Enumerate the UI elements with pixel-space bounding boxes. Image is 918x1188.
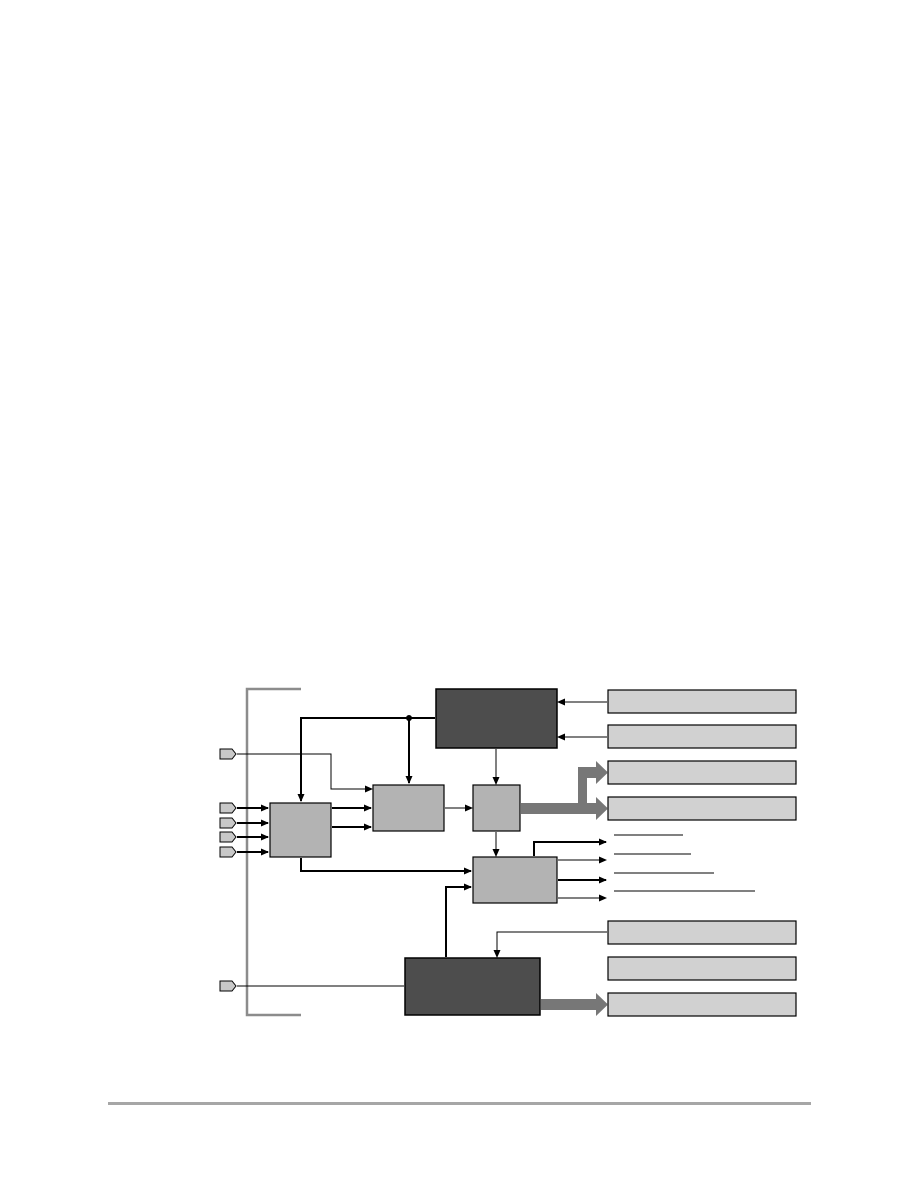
wire-reg5-to-bottom <box>493 931 607 958</box>
input-pin <box>219 980 237 992</box>
side-registers <box>607 689 797 1017</box>
input-pin <box>219 846 237 858</box>
input-logic-block <box>269 802 332 858</box>
input-pin <box>219 802 237 814</box>
output-logic-block <box>472 856 558 904</box>
junction-dot <box>406 715 412 721</box>
input-pins <box>219 748 237 992</box>
register-box <box>607 760 797 785</box>
register-box <box>607 992 797 1017</box>
input-pin <box>219 748 237 760</box>
bus-arrow-split <box>521 761 608 820</box>
wire-top-to-input-logic <box>297 717 435 802</box>
register-box <box>607 920 797 945</box>
wire-input-to-output <box>300 858 472 875</box>
bus-arrow-bottom <box>541 993 608 1016</box>
wire-output-1 <box>533 838 607 856</box>
thick-wires <box>237 717 607 957</box>
middle-block <box>372 784 445 832</box>
small-block <box>472 784 521 832</box>
bus-arrows <box>521 761 608 1016</box>
footer-rule <box>108 1102 811 1105</box>
register-box <box>607 956 797 981</box>
bottom-controller-block <box>404 957 541 1016</box>
wire-pin1-to-middle <box>237 753 373 793</box>
signal-label-lines <box>614 834 755 892</box>
top-controller-block <box>435 688 558 749</box>
register-box <box>607 724 797 749</box>
thin-wires <box>237 698 607 987</box>
input-pin <box>219 817 237 829</box>
register-box <box>607 796 797 821</box>
input-pin <box>219 831 237 843</box>
wire-bottom-to-output <box>445 883 472 957</box>
register-box <box>607 689 797 714</box>
